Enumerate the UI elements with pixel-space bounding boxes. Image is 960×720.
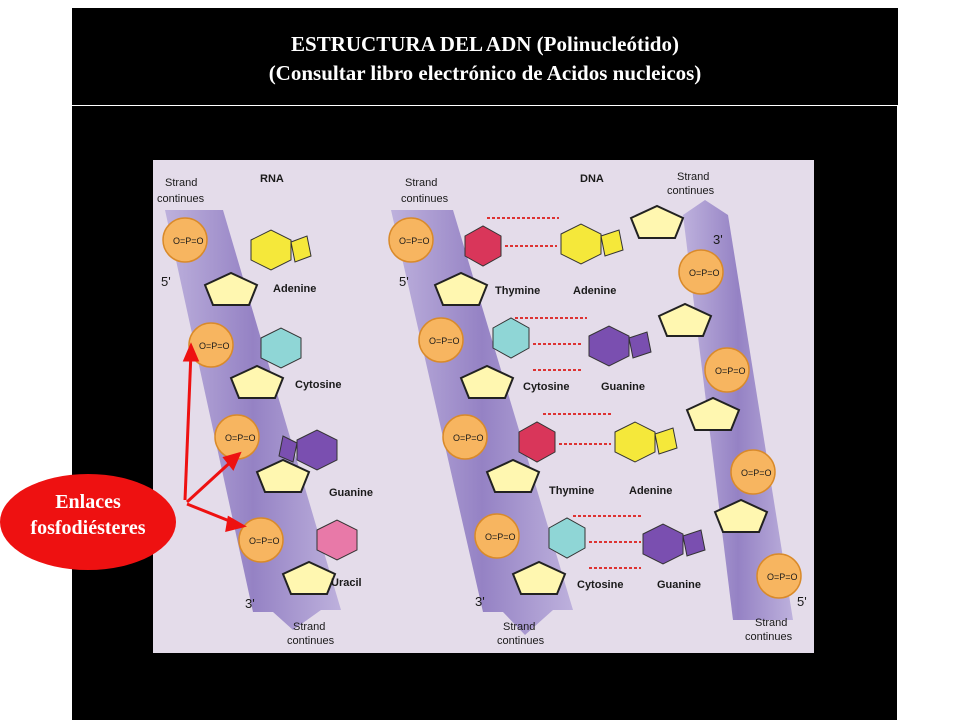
slide-title-line1: ESTRUCTURA DEL ADN (Polinucleótido) [291,32,679,56]
svg-text:O=P=O: O=P=O [199,341,230,351]
dna-left-end-3prime: 3' [475,594,485,609]
rna-heading: RNA [260,173,284,185]
dna-right-base-label-1: Adenine [573,285,616,297]
dna-right-base-label-4: Guanine [657,579,701,591]
rna-base-label-1: Adenine [273,283,316,295]
dna-right-base-label-3: Adenine [629,485,672,497]
rna-strand-top-1: Strand [165,177,197,189]
dna-right-bases [560,223,706,565]
dna-right-phosphate-group: O=P=O O=P=O O=P=O O=P=O [678,249,802,599]
svg-text:O=P=O: O=P=O [689,268,720,278]
rna-strand-bottom-1: Strand [293,621,325,633]
dna-left-base-label-3: Thymine [549,485,594,497]
rna-bases [250,229,358,561]
callout-ellipse [0,474,176,570]
svg-text:O=P=O: O=P=O [249,536,280,546]
svg-text:O=P=O: O=P=O [741,468,772,478]
rna-phosphate-group: O=P=O O=P=O O=P=O O=P=O [162,217,284,563]
dna-left-strand-bottom-2: continues [497,635,545,647]
rna-end-5prime: 5' [161,274,171,289]
svg-text:O=P=O: O=P=O [399,236,430,246]
rna-strand-top-2: continues [157,193,205,205]
dna-right-end-5prime: 5' [797,594,807,609]
nucleic-acid-figure: RNA DNA Strand continues Strand continue… [153,160,814,653]
dna-right-end-3prime: 3' [713,232,723,247]
rna-end-3prime: 3' [245,596,255,611]
dna-left-sugar-group [433,271,567,595]
figure-svg: RNA DNA Strand continues Strand continue… [157,171,807,647]
dna-left-strand-top-2: continues [401,193,449,205]
dna-left-strand-bottom-1: Strand [503,621,535,633]
svg-text:O=P=O: O=P=O [715,366,746,376]
dna-left-base-label-1: Thymine [495,285,540,297]
dna-right-strand-top-1: Strand [677,171,709,183]
svg-text:O=P=O: O=P=O [485,532,516,542]
svg-text:O=P=O: O=P=O [173,236,204,246]
dna-left-end-5prime: 5' [399,274,409,289]
rna-base-label-4: Uracil [331,577,362,589]
rna-base-label-3: Guanine [329,487,373,499]
dna-left-phosphate-group: O=P=O O=P=O O=P=O O=P=O [388,217,520,559]
dna-right-strand-bottom-1: Strand [755,617,787,629]
svg-text:O=P=O: O=P=O [429,336,460,346]
svg-text:O=P=O: O=P=O [767,572,798,582]
rna-backbone-ribbon [165,210,341,630]
dna-left-base-label-2: Cytosine [523,381,569,393]
title-box: ESTRUCTURA DEL ADN (Polinucleótido) (Con… [72,8,898,105]
callout-line1: Enlaces [55,491,121,513]
phosphodiester-arrows [182,342,247,533]
phosphodiester-callout: Enlaces fosfodiésteres [0,473,176,571]
rna-sugar-group [203,271,337,595]
rna-base-label-2: Cytosine [295,379,341,391]
svg-text:O=P=O: O=P=O [453,433,484,443]
rna-strand-bottom-2: continues [287,635,335,647]
dna-heading: DNA [580,173,604,185]
hydrogen-bonds [487,217,643,569]
dna-left-strand-top-1: Strand [405,177,437,189]
svg-text:O=P=O: O=P=O [225,433,256,443]
dna-left-base-label-4: Cytosine [577,579,623,591]
dna-right-strand-top-2: continues [667,185,715,197]
dna-right-strand-bottom-2: continues [745,631,793,643]
dna-right-base-label-2: Guanine [601,381,645,393]
dna-right-sugar-group [629,204,769,533]
dna-left-bases [464,225,586,559]
callout-line2: fosfodiésteres [30,517,146,539]
slide-title-line2: (Consultar libro electrónico de Acidos n… [268,61,702,85]
title-band: ESTRUCTURA DEL ADN (Polinucleótido) (Con… [72,8,898,106]
